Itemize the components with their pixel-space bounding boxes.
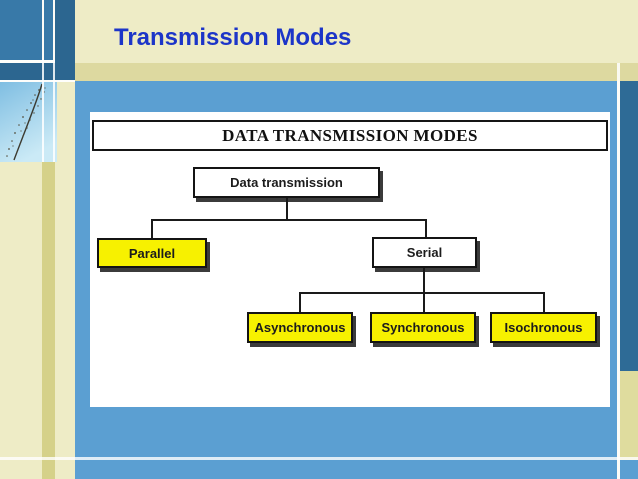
node-asynchronous: Asynchronous <box>247 312 353 343</box>
connector-line <box>286 198 288 221</box>
decor-white-hline-top <box>0 60 55 63</box>
node-isochronous: Isochronous <box>490 312 597 343</box>
connector-line <box>151 219 153 239</box>
decor-right-dark-strip <box>620 81 638 371</box>
page-title: Transmission Modes <box>114 24 352 51</box>
decor-dark-blue-band <box>0 63 55 80</box>
decor-white-vline-1 <box>42 0 44 162</box>
decor-khaki-stripe <box>42 162 55 479</box>
connector-line <box>423 268 425 294</box>
connector-line <box>543 292 545 313</box>
node-data-transmission: Data transmission <box>193 167 380 198</box>
decor-dark-blue-strip <box>55 0 75 80</box>
node-serial: Serial <box>372 237 477 268</box>
plant-sketch-image <box>0 82 57 162</box>
connector-line <box>423 292 425 313</box>
decor-white-hline-image <box>0 80 75 82</box>
decor-blue-strip <box>44 0 53 60</box>
decor-white-hline-bottom <box>0 457 638 460</box>
decor-right-khaki-strip <box>620 371 638 479</box>
decor-right-bottom-blue <box>620 460 638 479</box>
decor-white-vline-2 <box>53 0 55 162</box>
decor-white-vline-right <box>617 63 620 479</box>
diagram-panel: DATA TRANSMISSION MODES Data transmissio… <box>90 112 610 407</box>
connector-line <box>299 292 545 294</box>
connector-line <box>299 292 301 313</box>
node-synchronous: Synchronous <box>370 312 476 343</box>
connector-line <box>151 219 427 221</box>
node-parallel: Parallel <box>97 238 207 268</box>
connector-line <box>425 219 427 239</box>
decor-tan-band <box>75 63 638 81</box>
decor-blue-square <box>0 0 42 60</box>
diagram-header: DATA TRANSMISSION MODES <box>92 120 608 151</box>
